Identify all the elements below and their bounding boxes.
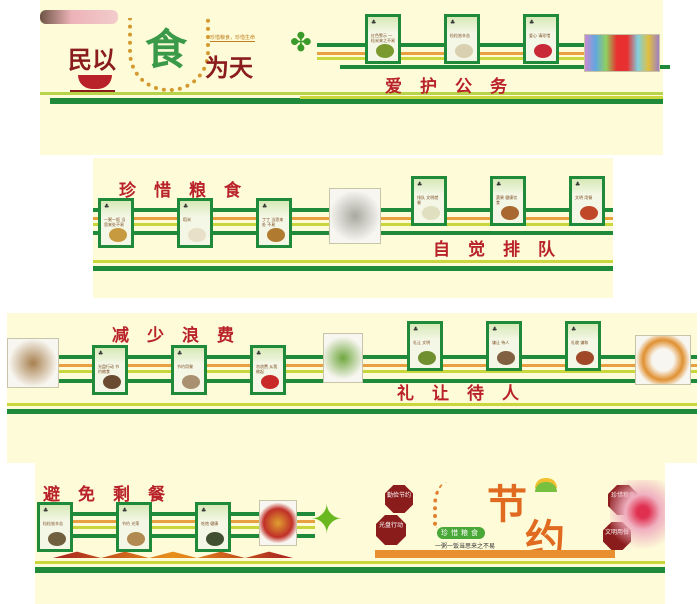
heading-courtesy: 礼让待人 [397,384,537,404]
panel-1: 民以 食 珍惜粮食，珍惜生命 为天 ✤ ♣红色警示 一粒米来之不易 ♣粒粒皆辛苦… [40,0,670,155]
rice-bowl-icon [78,75,112,89]
wheat-wreath-icon [128,18,210,92]
poster: ♣排队 文明就餐 [411,176,447,226]
dining-figures-photo [7,338,59,388]
poster: ♣谦让 待人 [486,321,522,371]
poster: ♣勿浪费 从我做起 [250,345,286,395]
poster: ♣吃饱 健康 [195,502,231,552]
plum-blossom-tree [610,480,665,560]
poster: ♣礼让 文明 [407,321,443,371]
poster: ♣红色警示 一粒米来之不易 [365,14,401,64]
poster: ♣粒粒皆辛苦 [37,502,73,552]
title-center: 食 [145,25,188,74]
heading-cherish-grain: 珍惜粮食 [119,181,259,201]
title-left: 民以 [68,46,116,74]
poster: ♣节约 光荣 [116,502,152,552]
slogan-circles: 珍惜粮食 [437,527,485,539]
heading-reduce-waste: 减少浪费 [112,326,252,346]
title-right: 为天 [205,54,253,82]
heading-avoid-leftovers: 避免剩餐 [43,485,183,505]
poster: ♣光盘行动 节约粮食 [92,345,128,395]
poster: ♣一粥一饭 当思来处不易 [98,198,134,248]
maple-leaf-icon: ✦ [310,497,344,543]
plum-blossom-branch [40,10,118,24]
fruit-smiley-photo [635,335,691,385]
poster: ♣稻米 [177,198,213,248]
panel-2: 珍惜粮食 ♣一粥一饭 当思来处不易 ♣稻米 ♣丁丁 当思来处 不易 ♣排队 文明… [93,158,613,298]
panel-3: 减少浪费 ♣光盘行动 节约粮食 ♣节约用餐 ♣勿浪费 从我做起 ♣礼让 文明 ♣… [7,313,697,463]
maple-leaf-icon: ✤ [290,28,312,58]
badge: 勤俭节约 [385,485,413,513]
poster: ♣粒粒皆辛苦 [444,14,480,64]
tagline: 珍惜粮食，珍惜生命 [210,35,256,42]
poster: ♣节约用餐 [171,345,207,395]
poster: ♣爱心 请珍惜 [523,14,559,64]
poster: ♣丁丁 当思来处 不易 [256,198,292,248]
people-figures-photo [584,34,660,72]
poster: ♣蔬果 健康饮食 [490,176,526,226]
heading-care-public: 爱护公务 [385,77,525,97]
chopsticks-icon [70,90,115,92]
wheat-icon [433,482,463,528]
poster: ♣文明 用餐 [569,176,605,226]
farmer-figure-photo [329,188,381,244]
badge: 光盘行动 [376,515,406,545]
slogan: 一粥一饭当思来之不易 [435,543,496,550]
main-title-1: 节 [487,481,527,528]
poster: ♣礼貌 谦和 [565,321,601,371]
red-wave-band [53,551,293,558]
vegetables-photo [323,333,363,383]
heading-queue: 自觉排队 [433,240,573,260]
panel-4: 避免剩餐 ♣粒粒皆辛苦 ♣节约 光荣 ♣吃饱 健康 ✦ 勤俭节约 光盘行动 珍惜… [35,462,665,604]
orange-ground [375,550,615,558]
fruit-apple-photo [259,500,297,546]
sun-icon [535,482,557,492]
